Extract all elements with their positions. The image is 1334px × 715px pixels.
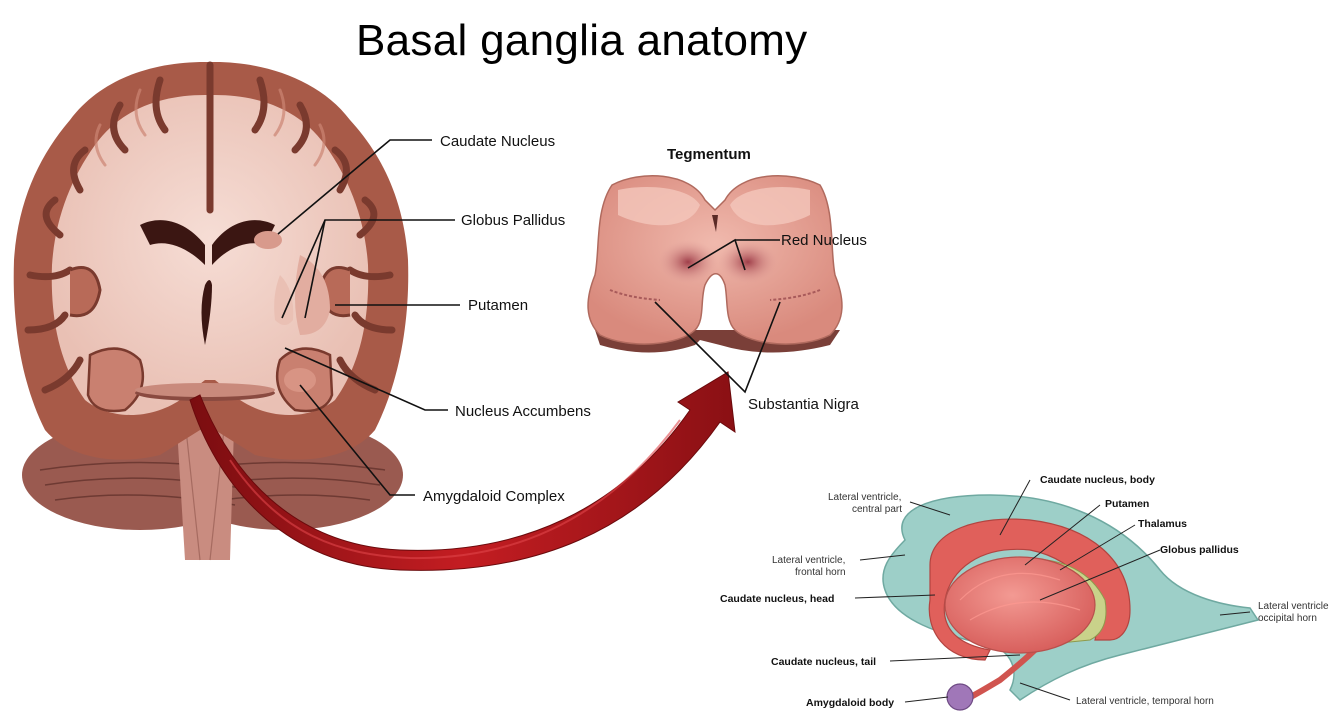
tegmentum-section: [587, 175, 843, 353]
label-putamen: Putamen: [468, 297, 528, 314]
label-globus-pallidus: Globus Pallidus: [461, 212, 565, 229]
tegmentum-leader-lines: [654, 238, 781, 394]
label-amygdaloid-complex: Amygdaloid Complex: [423, 488, 565, 505]
lateral-view-basal-ganglia: [882, 494, 1260, 711]
lateral-leader-lines: [854, 479, 1251, 703]
label-lv-occipital-2: occipital horn: [1258, 613, 1317, 624]
label-nucleus-accumbens: Nucleus Accumbens: [455, 403, 591, 420]
amygdaloid-body-shape: [946, 683, 974, 711]
label-caudate-head: Caudate nucleus, head: [720, 593, 834, 605]
substantia-nigra-left: [609, 289, 661, 301]
label-lv-occipital-1: Lateral ventricle: [1258, 601, 1329, 612]
lateral-ventricle-right: [212, 220, 275, 265]
page-title: Basal ganglia anatomy: [356, 16, 808, 65]
temporal-lobe-left: [86, 347, 145, 413]
sulci: [24, 61, 396, 394]
label-red-nucleus: Red Nucleus: [781, 232, 867, 249]
white-matter: [51, 95, 369, 415]
label-caudate-tail: Caudate nucleus, tail: [771, 656, 876, 668]
coronal-brain-section: [13, 61, 409, 561]
red-nucleus-right: [718, 240, 778, 284]
caudate-nucleus-region: [254, 231, 282, 249]
coronal-leader-lines: [277, 139, 460, 496]
putamen-shape: [944, 556, 1096, 654]
third-ventricle: [201, 280, 212, 345]
label-caudate-body: Caudate nucleus, body: [1040, 474, 1155, 486]
label-thalamus: Thalamus: [1138, 518, 1187, 530]
label-substantia-nigra: Substantia Nigra: [748, 396, 860, 413]
red-nucleus-left: [658, 240, 718, 284]
globus-pallidus-region: [274, 275, 294, 325]
lateral-ventricle-left: [140, 220, 205, 265]
label-putamen-lateral: Putamen: [1105, 498, 1149, 510]
red-curved-arrow: [189, 371, 736, 571]
tegmentum-title: Tegmentum: [667, 146, 751, 163]
putamen-region: [295, 255, 330, 335]
label-lv-central-2: central part: [852, 504, 902, 515]
label-amygdaloid-body: Amygdaloid body: [806, 697, 894, 709]
label-lv-frontal-1: Lateral ventricle,: [772, 555, 845, 566]
label-caudate-nucleus: Caudate Nucleus: [440, 133, 555, 150]
insula-left: [69, 266, 102, 318]
label-lv-frontal-2: frontal horn: [795, 567, 846, 578]
label-lv-temporal: Lateral ventricle, temporal horn: [1076, 696, 1214, 707]
label-globus-pallidus-lateral: Globus pallidus: [1160, 544, 1239, 556]
substantia-nigra-right: [769, 289, 821, 301]
label-lv-central-1: Lateral ventricle,: [828, 492, 901, 503]
amygdala-region: [284, 368, 316, 392]
